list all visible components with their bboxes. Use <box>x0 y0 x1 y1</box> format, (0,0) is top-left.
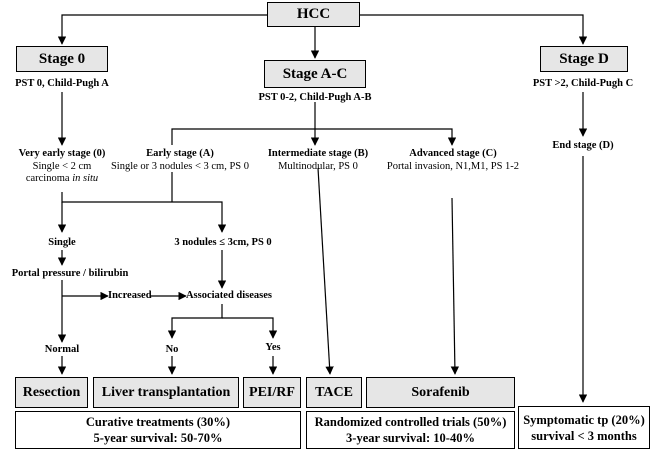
stage-ac-criteria: PST 0-2, Child-Pugh A-B <box>258 92 372 103</box>
early-stage-line1: Single or 3 nodules < 3 cm, PS 0 <box>110 160 250 172</box>
curative-result-box: Curative treatments (30%) 5-year surviva… <box>15 411 301 449</box>
resection-box: Resection <box>15 377 88 408</box>
sorafenib-box: Sorafenib <box>366 377 515 408</box>
intermediate-stage-title: Intermediate stage (B) <box>267 148 369 159</box>
end-stage-label: End stage (D) <box>552 140 614 151</box>
stage-0-criteria: PST 0, Child-Pugh A <box>15 78 109 89</box>
very-early-stage-label: Very early stage (0) Single < 2 cm carci… <box>2 148 122 186</box>
three-nodules-node: 3 nodules ≤ 3cm, PS 0 <box>174 237 272 248</box>
no-node: No <box>165 344 179 355</box>
early-stage-label: Early stage (A) Single or 3 nodules < 3 … <box>95 148 265 173</box>
intermediate-stage-label: Intermediate stage (B) Multinodular, PS … <box>262 148 374 173</box>
portal-pressure-node: Portal pressure / bilirubin <box>11 268 129 279</box>
very-early-stage-line2-italic: in situ <box>72 173 99 184</box>
tace-box: TACE <box>306 377 362 408</box>
very-early-stage-line2-text: carcinoma <box>25 173 73 184</box>
stage-d-criteria: PST >2, Child-Pugh C <box>532 78 634 89</box>
stage-d-box: Stage D <box>540 46 628 72</box>
advanced-stage-title: Advanced stage (C) <box>409 148 497 159</box>
stage-ac-box: Stage A-C <box>264 60 366 88</box>
advanced-stage-line1: Portal invasion, N1,M1, PS 1-2 <box>386 160 520 172</box>
associated-diseases-node: Associated diseases <box>185 290 273 301</box>
symptomatic-result-line1: Symptomatic tp (20%) <box>523 412 645 427</box>
increased-node: Increased <box>108 290 152 301</box>
early-stage-title: Early stage (A) <box>146 148 214 159</box>
yes-node: Yes <box>265 342 281 353</box>
stage-0-box: Stage 0 <box>16 46 108 72</box>
rct-result-line1: Randomized controlled trials (50%) <box>314 415 507 429</box>
pei-rf-box: PEI/RF <box>243 377 301 408</box>
rct-result-line2: 3-year survival: 10-40% <box>346 431 475 445</box>
intermediate-stage-line1: Multinodular, PS 0 <box>278 160 358 172</box>
curative-result-line1: Curative treatments (30%) <box>85 415 231 429</box>
rct-result-box: Randomized controlled trials (50%) 3-yea… <box>306 411 515 449</box>
very-early-stage-line1: Single < 2 cm <box>32 160 92 172</box>
symptomatic-result-box: Symptomatic tp (20%) survival < 3 months <box>518 406 650 449</box>
very-early-stage-title: Very early stage (0) <box>18 148 106 159</box>
symptomatic-result-line2: survival < 3 months <box>531 428 637 443</box>
normal-node: Normal <box>44 344 80 355</box>
curative-result-line2: 5-year survival: 50-70% <box>93 431 223 445</box>
liver-transplantation-box: Liver transplantation <box>93 377 239 408</box>
very-early-stage-line2: carcinoma in situ <box>2 173 122 186</box>
hcc-root-box: HCC <box>267 2 360 27</box>
advanced-stage-label: Advanced stage (C) Portal invasion, N1,M… <box>378 148 528 173</box>
single-node: Single <box>48 237 76 248</box>
